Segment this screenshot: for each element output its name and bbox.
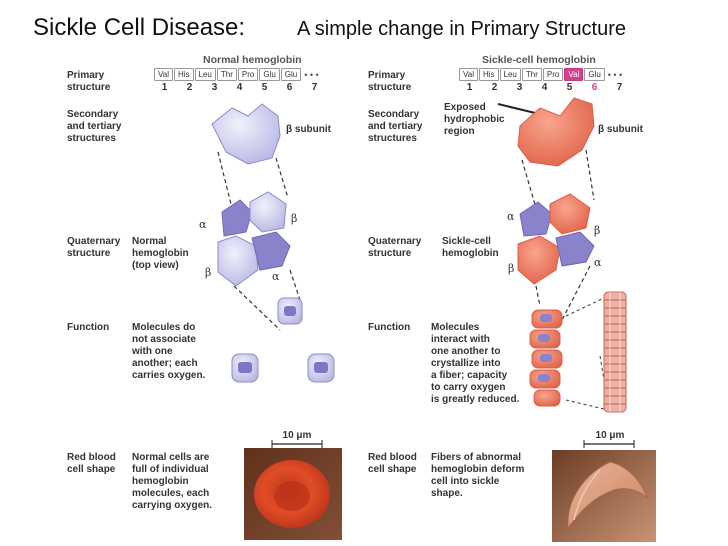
hemoglobin-fiber: [603, 291, 627, 413]
label-secondary-right: Secondary and tertiary structures: [368, 109, 423, 144]
position-number: 5: [261, 82, 268, 93]
position-number: 7: [616, 82, 623, 93]
beta-label: β: [205, 266, 212, 279]
normal-scale-label: 10 μm: [282, 430, 312, 441]
normal-sequence: Val His Leu Thr Pro Glu Glu • • •: [154, 68, 319, 81]
normal-heading: Normal hemoglobin: [203, 54, 302, 66]
normal-rbc-image: [244, 448, 342, 540]
alpha-label: α: [272, 270, 280, 283]
position-number: 3: [516, 82, 523, 93]
sickle-function-desc: Molecules interact with one another to c…: [431, 322, 520, 405]
amino-acid: Val: [154, 68, 173, 81]
guide-dashed-lines: [217, 151, 289, 209]
label-primary-right: Primary structure: [368, 70, 412, 93]
position-number: 5: [566, 82, 573, 93]
position-number: 3: [211, 82, 218, 93]
position-number: 2: [491, 82, 498, 93]
position-number: 2: [186, 82, 193, 93]
sickle-rbc-image: [552, 450, 656, 542]
amino-acid: Pro: [237, 68, 259, 81]
normal-quaternary-desc: Normal hemoglobin (top view): [132, 236, 189, 271]
position-number: 1: [161, 82, 168, 93]
normal-beta-subunit: [211, 103, 281, 165]
normal-molecule-small: [307, 353, 335, 383]
normal-molecule-small: [231, 353, 259, 383]
amino-acid: His: [478, 68, 499, 81]
sickle-fiber-chain: [529, 309, 563, 407]
exposed-hydrophobic-label: Exposed hydrophobic region: [444, 102, 505, 137]
sickle-rbc-desc: Fibers of abnormal hemoglobin deform cel…: [431, 452, 525, 499]
normal-scale-bar: [271, 440, 323, 448]
amino-acid: Pro: [542, 68, 564, 81]
sickle-sequence: Val His Leu Thr Pro Val Glu • • •: [459, 68, 622, 81]
position-number: 7: [311, 82, 318, 93]
sickle-scale-label: 10 μm: [595, 430, 625, 441]
normal-molecule-small: [277, 297, 303, 325]
amino-acid: Leu: [499, 68, 521, 81]
page-title: Sickle Cell Disease:: [33, 14, 246, 41]
label-primary-left: Primary structure: [67, 70, 111, 93]
label-function-right: Function: [368, 322, 411, 333]
position-number: 4: [541, 82, 548, 93]
beta-label: β: [508, 262, 515, 275]
sickle-beta-subunit: [517, 97, 595, 167]
sickle-scale-bar: [583, 440, 635, 448]
page-subtitle: A simple change in Primary Structure: [297, 18, 627, 40]
normal-function-desc: Molecules do not associate with one anot…: [132, 322, 206, 381]
sequence-continuation: • • •: [607, 69, 623, 80]
normal-rbc-desc: Normal cells are full of individual hemo…: [132, 452, 213, 511]
normal-tetramer: [217, 191, 291, 287]
sickle-tetramer: [517, 193, 595, 285]
label-rbc-right: Red blood cell shape: [368, 452, 417, 475]
position-number: 6: [286, 82, 293, 93]
position-number: 4: [236, 82, 243, 93]
sickle-beta-subunit-label: β subunit: [598, 124, 643, 135]
amino-acid: Glu: [584, 68, 605, 81]
amino-acid: Thr: [521, 68, 542, 81]
normal-beta-subunit-label: β subunit: [286, 124, 331, 135]
sequence-continuation: • • •: [304, 69, 319, 80]
amino-acid: Val: [459, 68, 478, 81]
label-quaternary-left: Quaternary structure: [67, 236, 121, 259]
label-function-left: Function: [67, 322, 110, 333]
beta-label: β: [291, 212, 298, 225]
mutated-position-number: 6: [591, 82, 598, 93]
label-quaternary-right: Quaternary structure: [368, 236, 422, 259]
amino-acid: Glu: [280, 68, 302, 81]
position-number: 1: [466, 82, 473, 93]
amino-acid: Thr: [216, 68, 237, 81]
sickle-quaternary-desc: Sickle-cell hemoglobin: [442, 236, 499, 259]
alpha-label: α: [507, 210, 515, 223]
normal-positions: 1 2 3 4 5 6 7: [152, 82, 327, 93]
label-rbc-left: Red blood cell shape: [67, 452, 116, 475]
sickle-heading: Sickle-cell hemoglobin: [482, 54, 596, 66]
label-secondary-left: Secondary and tertiary structures: [67, 109, 122, 144]
amino-acid: Leu: [194, 68, 216, 81]
amino-acid: Glu: [259, 68, 280, 81]
alpha-label: α: [199, 218, 207, 231]
alpha-label: α: [594, 256, 602, 269]
beta-label: β: [594, 224, 601, 237]
mutated-amino-acid: Val: [564, 68, 584, 81]
amino-acid: His: [173, 68, 194, 81]
sickle-positions: 1 2 3 4 5 6 7: [457, 82, 632, 93]
